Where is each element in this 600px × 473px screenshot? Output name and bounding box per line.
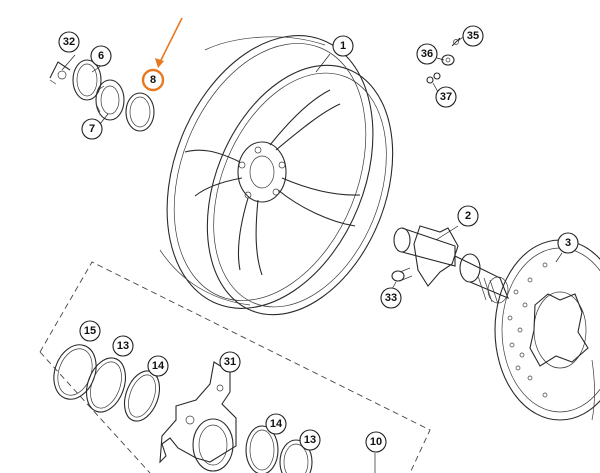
callout-14-left-label: 14 (152, 360, 165, 372)
callout-13-right[interactable]: 13 (299, 429, 321, 451)
callout-31[interactable]: 31 (219, 351, 241, 373)
callout-37[interactable]: 37 (435, 86, 457, 108)
callout-37-label: 37 (440, 91, 452, 103)
callout-14-right-label: 14 (270, 418, 283, 430)
callout-36[interactable]: 36 (416, 43, 438, 65)
callout-3-label: 3 (565, 237, 571, 249)
callout-31-label: 31 (224, 356, 236, 368)
assembly-boundary (39, 261, 431, 473)
brake-disc[interactable] (494, 239, 600, 421)
callout-1[interactable]: 1 (332, 35, 354, 57)
callout-36-label: 36 (421, 48, 433, 60)
callout-10[interactable]: 10 (365, 431, 387, 453)
pointer-arrow-icon (155, 17, 183, 68)
valve-cap[interactable] (451, 37, 461, 47)
ring-15[interactable] (47, 339, 104, 405)
callout-15[interactable]: 15 (79, 320, 101, 342)
callout-32[interactable]: 32 (58, 31, 80, 53)
shaft-seal-ring[interactable] (125, 92, 155, 132)
callout-6-label: 6 (98, 50, 104, 62)
callout-14-left[interactable]: 14 (147, 355, 169, 377)
valve-nut[interactable] (426, 72, 441, 84)
ring-13-left[interactable] (80, 353, 133, 418)
callout-35[interactable]: 35 (462, 25, 484, 47)
callout-32-label: 32 (63, 36, 75, 48)
wheel-bearing[interactable] (95, 79, 125, 121)
spacer-ring[interactable] (72, 59, 102, 101)
callout-13-left-label: 13 (117, 340, 129, 352)
callout-35-label: 35 (467, 30, 479, 42)
callout-14-right[interactable]: 14 (265, 413, 287, 435)
callout-33[interactable]: 33 (380, 287, 402, 309)
brake-caliper-support[interactable] (159, 361, 237, 472)
callout-15-label: 15 (84, 325, 96, 337)
callout-1-label: 1 (340, 40, 346, 52)
callout-3[interactable]: 3 (557, 232, 579, 254)
callout-10-label: 10 (370, 436, 382, 448)
callout-6[interactable]: 6 (90, 45, 112, 67)
flange-bolt[interactable] (391, 267, 413, 282)
ring-13-right[interactable] (279, 439, 313, 473)
callout-8[interactable]: 8 (141, 68, 165, 92)
ring-14-right[interactable] (245, 425, 279, 473)
drive-flange[interactable] (393, 225, 509, 305)
callout-33-label: 33 (385, 292, 397, 304)
wheel-rim[interactable] (129, 5, 428, 343)
callout-13-left[interactable]: 13 (112, 335, 134, 357)
callout-7-label: 7 (89, 123, 95, 135)
callout-7[interactable]: 7 (81, 118, 103, 140)
valve-body[interactable] (441, 54, 455, 66)
snap-ring[interactable] (49, 61, 71, 85)
callout-13-right-label: 13 (304, 434, 316, 446)
callout-2[interactable]: 2 (457, 205, 479, 227)
callout-2-label: 2 (465, 210, 471, 222)
callout-8-label: 8 (150, 74, 156, 86)
